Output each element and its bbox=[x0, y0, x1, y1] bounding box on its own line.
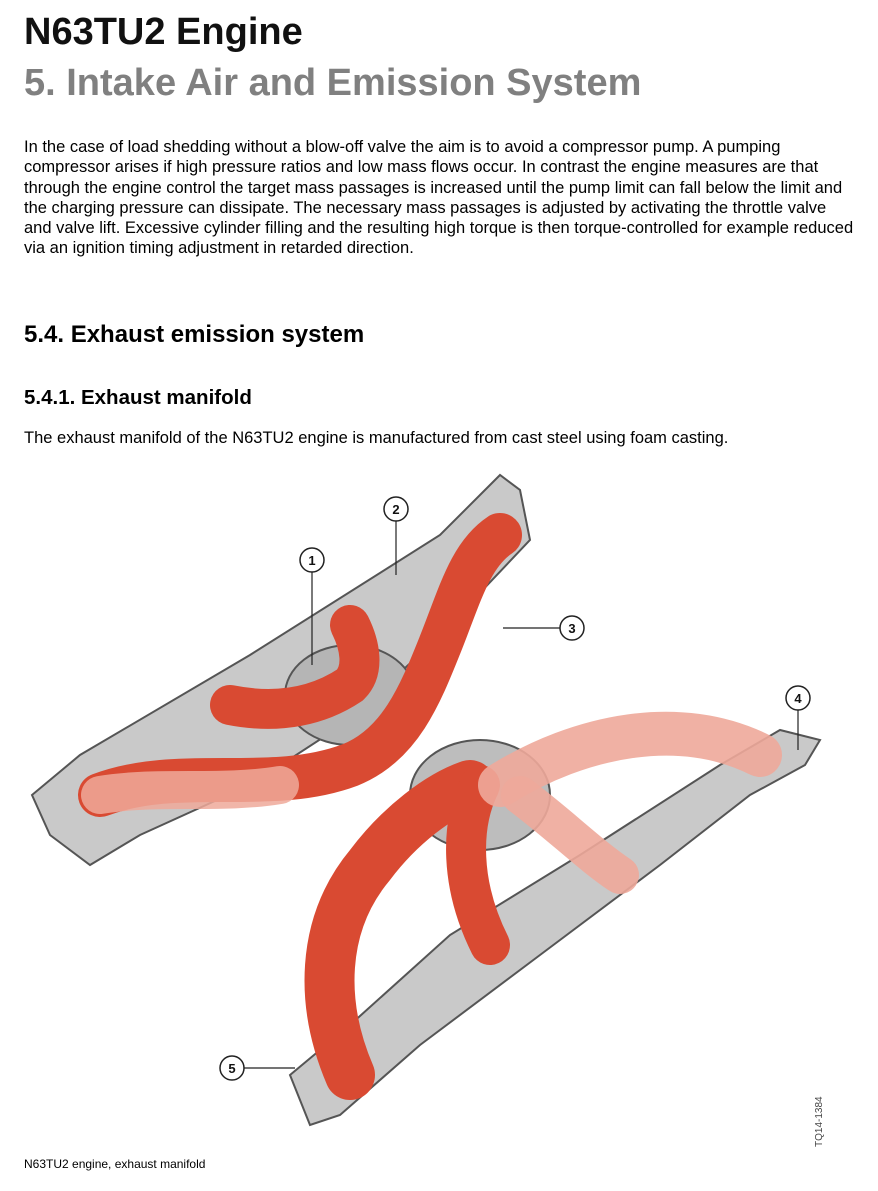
lower-pipe-long bbox=[304, 760, 495, 1100]
intro-paragraph: In the case of load shedding without a b… bbox=[24, 138, 854, 258]
document-title: N63TU2 Engine bbox=[24, 11, 303, 53]
upper-pipe-short bbox=[210, 605, 380, 729]
callout-1: 1 bbox=[299, 547, 325, 665]
svg-text:3: 3 bbox=[568, 621, 575, 636]
exhaust-manifold-figure: 1 2 3 4 5 bbox=[20, 465, 860, 1150]
chapter-title: 5. Intake Air and Emission System bbox=[24, 62, 642, 104]
callout-4: 4 bbox=[785, 685, 811, 750]
figure-caption: N63TU2 engine, exhaust manifold bbox=[24, 1157, 206, 1171]
callout-5: 5 bbox=[219, 1055, 295, 1081]
svg-text:2: 2 bbox=[392, 502, 399, 517]
callout-3: 3 bbox=[503, 615, 585, 641]
lower-pipe-light-2 bbox=[501, 776, 639, 894]
subsection-body: The exhaust manifold of the N63TU2 engin… bbox=[24, 429, 729, 447]
callout-2: 2 bbox=[383, 496, 409, 575]
exhaust-manifold-illustration: 1 2 3 4 5 bbox=[30, 473, 822, 1127]
svg-text:5: 5 bbox=[228, 1061, 235, 1076]
upper-pipe-light bbox=[81, 766, 299, 814]
lower-pipe-mid bbox=[446, 765, 510, 965]
subsection-heading: 5.4.1. Exhaust manifold bbox=[24, 386, 252, 409]
svg-text:4: 4 bbox=[794, 691, 802, 706]
section-heading: 5.4. Exhaust emission system bbox=[24, 321, 365, 348]
lower-pipe-light bbox=[478, 711, 782, 807]
figure-id: TQ14-1384 bbox=[814, 1096, 825, 1147]
svg-text:1: 1 bbox=[308, 553, 315, 568]
